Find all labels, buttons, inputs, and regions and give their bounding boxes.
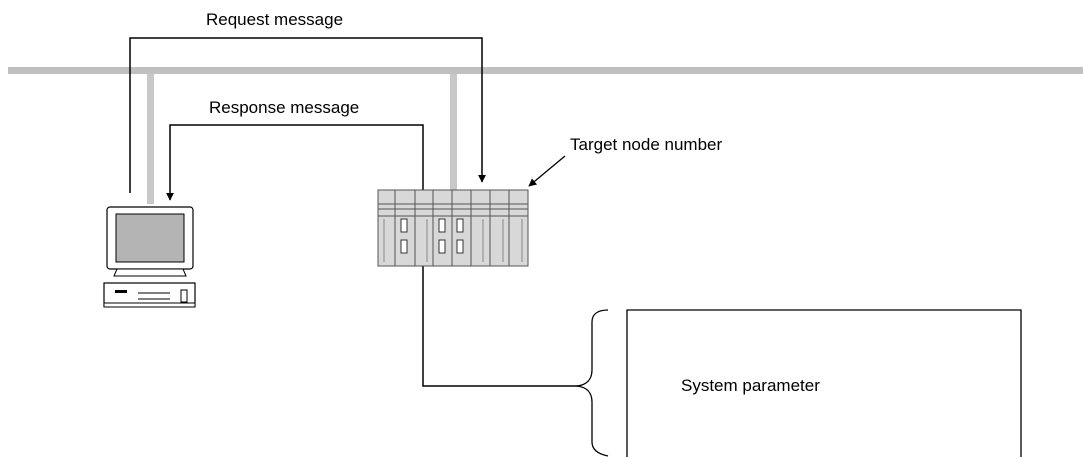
target-node-pointer-arrow	[528, 155, 566, 187]
network-bus-line	[8, 67, 1083, 74]
computer-drop-line	[147, 74, 154, 204]
parameter-brace	[576, 309, 609, 457]
system-parameter-label: System parameter	[681, 376, 820, 395]
response-message-arrow	[166, 124, 424, 201]
system-parameter-box	[626, 309, 1022, 457]
response-message-label: Response message	[209, 98, 360, 117]
plc-drop-line	[450, 74, 457, 190]
personal-computer-icon	[103, 206, 196, 308]
request-message-arrow	[129, 37, 486, 193]
request-message-label: Request message	[206, 10, 344, 29]
target-node-number-label: Target node number	[570, 135, 723, 154]
parameter-connection-line	[422, 266, 578, 387]
plc-rack-icon	[377, 189, 529, 267]
